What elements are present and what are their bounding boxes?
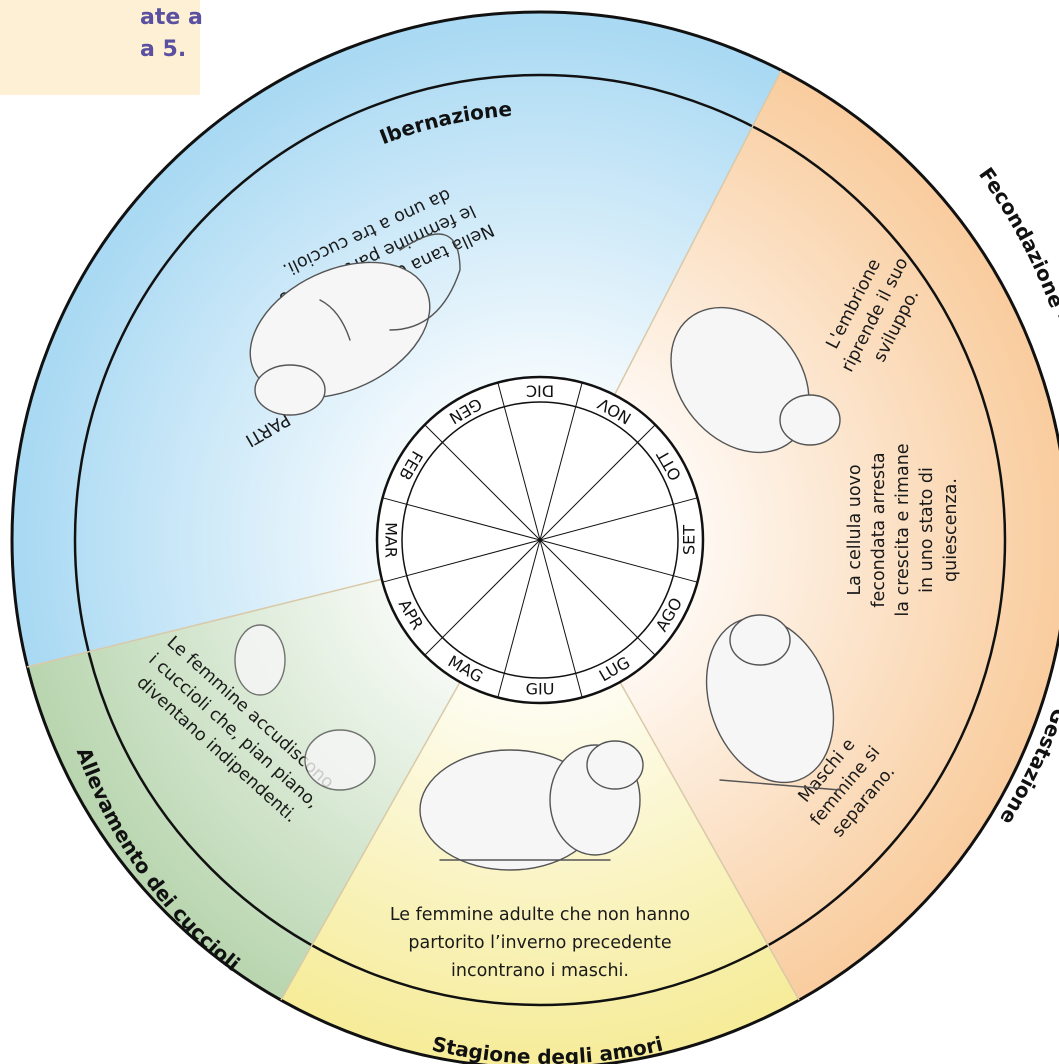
month-spoke — [424, 539, 541, 656]
bear-sketch-ibernazione — [249, 233, 461, 416]
corner-note-line-1: ate a — [140, 5, 203, 30]
month-spoke — [497, 539, 541, 698]
month-spoke — [382, 497, 541, 541]
desc-egg-line-4: in uno stato di — [917, 467, 937, 593]
inner-ring-border — [73, 73, 1007, 1007]
month-label-dic: DIC — [526, 382, 554, 401]
month-spoke — [539, 382, 583, 541]
month-spoke — [539, 539, 656, 656]
desc-stagione-line-3: incontrano i maschi. — [451, 961, 629, 981]
desc-egg-line-1: La cellula uovo — [845, 464, 865, 595]
corner-note: ate a a 5. — [0, 2, 203, 66]
month-spoke — [424, 424, 541, 541]
outer-circle — [10, 10, 1059, 1064]
month-label-giu: GIU — [526, 680, 555, 699]
desc-stagione: Le femmine adulte che non hanno partorit… — [390, 905, 690, 981]
corner-note-box — [0, 0, 200, 95]
month-spoke — [539, 497, 698, 541]
bear-sketch-separate — [705, 614, 841, 791]
desc-stagione-line-2: partorito l’inverno precedente — [408, 933, 671, 953]
month-label-set: SET — [680, 525, 699, 555]
desc-stagione-line-1: Le femmine adulte che non hanno — [390, 905, 690, 925]
month-spoke — [539, 539, 698, 583]
desc-egg-line-3: la crescita e rimane — [893, 443, 913, 616]
bear-sketch-mating — [419, 740, 644, 871]
bear-sketch-embryo — [670, 306, 841, 454]
desc-egg: La cellula uovo fecondata arresta la cre… — [845, 443, 961, 616]
desc-egg-line-5: quiescenza. — [941, 478, 961, 582]
month-spoke — [539, 539, 583, 698]
month-spoke — [497, 382, 541, 541]
sector-fecondazione — [540, 71, 1059, 1000]
month-spoke — [382, 539, 541, 583]
corner-note-line-2: a 5. — [140, 37, 187, 62]
month-label-mar: MAR — [382, 522, 401, 558]
desc-egg-line-2: fecondata arresta — [869, 452, 889, 607]
month-spoke — [539, 424, 656, 541]
bear-sketch-cubs — [234, 624, 376, 791]
sector-allevamento — [27, 540, 540, 1000]
